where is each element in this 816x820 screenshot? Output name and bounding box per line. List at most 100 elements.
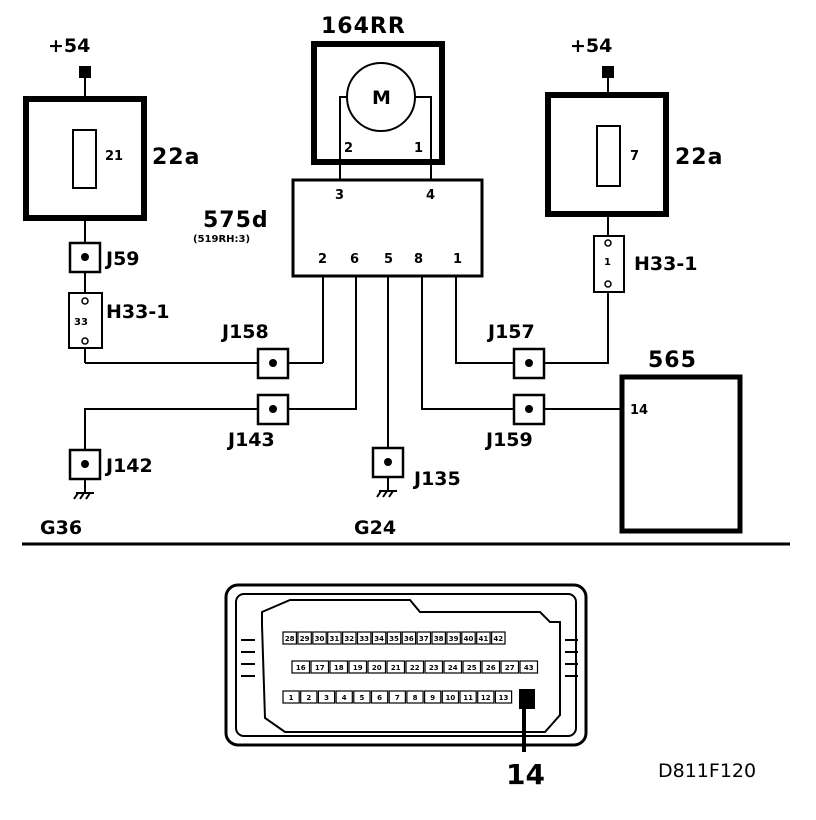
plug-pin-label: 35 <box>389 635 399 643</box>
plug-pin-cell <box>282 690 300 704</box>
plug-pin-label: 3 <box>324 694 329 702</box>
plug-pin-cell <box>424 660 444 674</box>
plug-pin-label: 43 <box>524 664 534 672</box>
fuse-right-number: 7 <box>630 149 639 164</box>
module-pin-top-2: 4 <box>426 188 435 203</box>
plug-pin-label: 11 <box>463 694 473 702</box>
module-pin-bottom-1: 2 <box>318 252 327 267</box>
plug-pin-cell <box>500 660 520 674</box>
plug-pin-label: 42 <box>493 635 503 643</box>
plug-pin-cell <box>348 660 368 674</box>
plug-pin-label: 1 <box>289 694 294 702</box>
plug-pin-label: 7 <box>395 694 400 702</box>
plug-pin-cell <box>329 660 349 674</box>
motor-pin-left: 2 <box>344 141 353 156</box>
plug-pin-cell <box>406 690 424 704</box>
plug-pin-cell <box>424 690 442 704</box>
plug-pin-label: 24 <box>448 664 458 672</box>
plug-pin-14-highlight <box>519 689 535 709</box>
supply-left-terminal <box>79 66 91 78</box>
motor-pin-right: 1 <box>414 141 423 156</box>
plug-pin-cell <box>416 631 432 645</box>
plug-pin-cell <box>462 660 482 674</box>
motor-symbol-letter: M <box>372 87 391 109</box>
connector-j157 <box>512 347 546 380</box>
connector-j159-label: J159 <box>484 429 533 451</box>
plug-pin-label: 20 <box>372 664 382 672</box>
unit-565-name: 565 <box>648 348 697 373</box>
plug-pin-label: 29 <box>300 635 310 643</box>
plug-pin-cell <box>459 690 477 704</box>
plug-pin-cell <box>370 690 389 704</box>
plug-pin-label: 33 <box>359 635 369 643</box>
ground-g36-label: G36 <box>40 517 82 539</box>
fuse-left-name: 22a <box>152 145 200 170</box>
plug-pin-cell <box>441 690 460 704</box>
plug-pin-label: 38 <box>434 635 444 643</box>
module-pin-bottom-3: 5 <box>384 252 393 267</box>
unit-565-pin: 14 <box>630 403 648 418</box>
plug-pin-cell <box>297 631 312 645</box>
unit-565-box <box>619 374 743 534</box>
plug-pin-cell <box>481 660 501 674</box>
plug-pin-label: 2 <box>306 694 311 702</box>
module-pin-top-1: 3 <box>335 188 344 203</box>
plug-pin-label: 5 <box>359 694 364 702</box>
supply-right-label: +54 <box>570 35 612 57</box>
plug-pin-label: 28 <box>285 635 295 643</box>
plug-pin-cell <box>367 660 387 674</box>
plug-pin-cell <box>446 631 461 645</box>
module-ref: (519RH:3) <box>193 234 250 245</box>
supply-right-terminal <box>602 66 614 78</box>
plug-pin-label: 16 <box>296 664 306 672</box>
plug-pin-cell <box>356 631 372 645</box>
plug-pin-cell <box>405 660 425 674</box>
plug-pin-cell <box>476 631 491 645</box>
module-pin-bottom-5: 1 <box>453 252 462 267</box>
plug-pin-cell <box>282 631 297 645</box>
plug-pin-label: 40 <box>464 635 474 643</box>
plug-callout: 14 <box>506 758 545 791</box>
plug-pin-label: 23 <box>429 664 439 672</box>
plug-pin-label: 13 <box>499 694 509 702</box>
fuse-right-element <box>596 125 621 187</box>
fuse-left-element <box>72 129 97 189</box>
plug-pin-cell <box>443 660 463 674</box>
plug-pin-label: 12 <box>481 694 491 702</box>
plug-pin-label: 6 <box>377 694 382 702</box>
plug-pin-cell <box>401 631 417 645</box>
connector-j143-label: J143 <box>226 429 275 451</box>
plug-pin-cell <box>335 690 353 704</box>
figure-code: D811F120 <box>658 760 756 782</box>
plug-pin-cell <box>317 690 336 704</box>
plug-pin-label: 34 <box>374 635 384 643</box>
plug-pin-label: 36 <box>404 635 414 643</box>
fuse-right-name: 22a <box>675 145 723 170</box>
ground-g24-label: G24 <box>354 517 396 539</box>
plug-pin-label: 26 <box>486 664 496 672</box>
ground-g24-symbol <box>376 476 398 498</box>
plug-pin-label: 22 <box>410 664 420 672</box>
plug-pin-label: 32 <box>344 635 354 643</box>
plug-pin-cell <box>300 690 318 704</box>
plug-pin-label: 25 <box>467 664 477 672</box>
plug-pin-label: 9 <box>430 694 435 702</box>
connector-j142-label: J142 <box>104 455 153 477</box>
connector-j135-label: J135 <box>412 468 461 490</box>
plug-pin-cell <box>491 631 506 645</box>
plug-pin-label: 21 <box>391 664 401 672</box>
connector-j157-label: J157 <box>486 321 535 343</box>
plug-pin-label: 37 <box>419 635 429 643</box>
plug-pin-cell <box>327 631 342 645</box>
plug-pin-cell <box>312 631 327 645</box>
connector-j158-label: J158 <box>220 321 269 343</box>
plug-pin-label: 19 <box>353 664 363 672</box>
module-pin-bottom-4: 8 <box>414 252 423 267</box>
plug-pin-label: 4 <box>342 694 347 702</box>
plug-pin-label: 8 <box>413 694 418 702</box>
plug-pin-cell <box>431 631 446 645</box>
plug-pin-label: 41 <box>479 635 489 643</box>
